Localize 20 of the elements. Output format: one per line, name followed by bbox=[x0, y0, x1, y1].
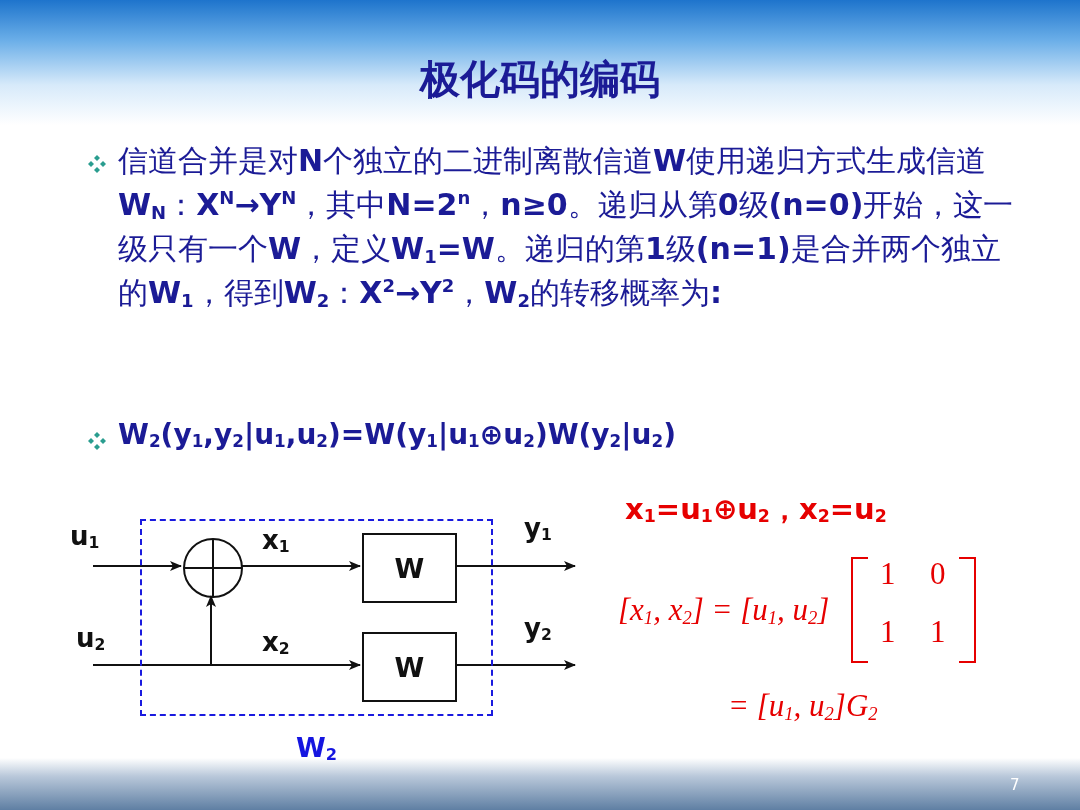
matrix-entry: 1 bbox=[930, 614, 946, 650]
arrow bbox=[92, 561, 182, 571]
arrow bbox=[92, 660, 361, 670]
body-paragraph: 信道合并是对N个独立的二进制离散信道W使用递归方式生成信道W$_{N}$：X$^{N}$→Y$^{N}$，其中N=2$^{n}$，n≥0。递归从第0级(n=0)开始，这一级只有一个W，定义W$_{1}$=W。递归的第1级(n=1)是合并两个独立的W$_{1}$，得到W$_{2}$：X$^{2}$→Y$^{2}$，W$_{2}$的转移概率为: bbox=[118, 142, 1015, 313]
slide-title: 极化码的编码 bbox=[418, 55, 661, 104]
channel-box bbox=[362, 533, 457, 603]
matrix-equation: [x$_{1}$, x$_{2}$] = [u$_{1}$, u$_{2}$] bbox=[618, 592, 830, 628]
xor-adder-circle bbox=[183, 538, 243, 598]
matrix-entry: 1 bbox=[880, 614, 896, 650]
channel-box bbox=[362, 632, 457, 702]
generator-equation: = [u$_{1}$, u$_{2}$]G$_{2}$ bbox=[728, 688, 878, 724]
group-label: W$_{2}$ bbox=[294, 732, 339, 763]
channel-label: W bbox=[394, 651, 425, 683]
probability-formula: W$_{2}$(y$_{1}$,y$_{2}$|u$_{1}$,u$_{2}$)=W(y$_{1}$|u$_{1}$⊕u$_{2}$)W(y$_{2}$|u$_{2}$) bbox=[118, 418, 676, 451]
arrow bbox=[240, 561, 361, 571]
page-number: 7 bbox=[1010, 776, 1020, 794]
encoding-equation: x$_{1}$=u$_{1}$⊕u$_{2}$，x$_{2}$=u$_{2}$ bbox=[625, 491, 887, 529]
matrix-entry: 1 bbox=[880, 556, 896, 592]
matrix-entry: 0 bbox=[930, 556, 946, 592]
channel-label: W bbox=[394, 552, 425, 584]
